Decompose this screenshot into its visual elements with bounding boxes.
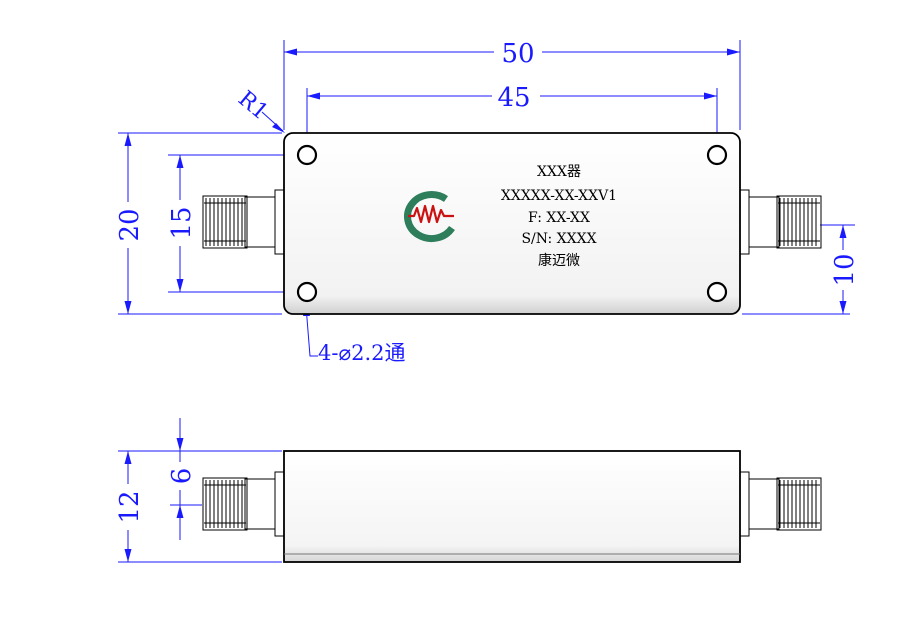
left-side-connector-thread [204, 480, 246, 528]
left-sma-connector-side [202, 471, 286, 537]
product-label: XXX器 XXXXX-XX-XXV1 F: XX-XX S/N: XXXX 康迈… [501, 164, 617, 269]
mounting-hole-bottom-right [706, 281, 728, 303]
housing-side-outline [283, 450, 741, 563]
mounting-hole-bottom-left [296, 281, 318, 303]
label-serial-number: S/N: XXXX [521, 231, 596, 247]
dimension-6-label: 6 [167, 468, 197, 485]
dimension-45-label: 45 [497, 83, 530, 113]
dimension-15-label: 15 [167, 206, 197, 239]
mounting-hole-top-right [706, 144, 728, 166]
left-connector-thread [204, 198, 246, 246]
label-product-type: XXX器 [537, 164, 581, 180]
right-sma-connector [738, 189, 822, 255]
dimension-hole-spacing-length: 45 [307, 82, 717, 113]
left-sma-connector [202, 189, 286, 255]
dimension-height: 12 [114, 451, 145, 562]
dimension-12-label: 12 [115, 490, 145, 523]
company-logo [404, 191, 455, 243]
radius-r1-label: R1 [233, 86, 272, 125]
right-connector-thread [778, 198, 820, 246]
top-view: 50 45 R1 20 15 [114, 38, 860, 365]
dimension-connector-center: 6 [166, 418, 197, 540]
label-manufacturer: 康迈微 [538, 252, 580, 269]
dimension-overall-length: 50 [284, 38, 740, 69]
mounting-holes-note: 4-⌀2.2通 [318, 341, 406, 365]
label-model-number: XXXXX-XX-XXV1 [501, 188, 617, 204]
right-side-connector-thread [778, 480, 820, 528]
dimension-connector-offset: 10 [829, 225, 860, 314]
dimension-10-label: 10 [830, 253, 860, 286]
label-frequency: F: XX-XX [528, 210, 590, 226]
side-view: 12 6 [114, 418, 822, 563]
housing-top-outline [283, 132, 741, 315]
dimension-20-label: 20 [115, 208, 145, 241]
dimension-overall-width: 20 [114, 133, 145, 314]
dimension-hole-spacing-width: 15 [166, 155, 197, 292]
right-sma-connector-side [738, 471, 822, 537]
mounting-hole-top-left [296, 144, 318, 166]
dimension-50-label: 50 [501, 39, 534, 69]
dimension-corner-radius: R1 [233, 86, 285, 133]
